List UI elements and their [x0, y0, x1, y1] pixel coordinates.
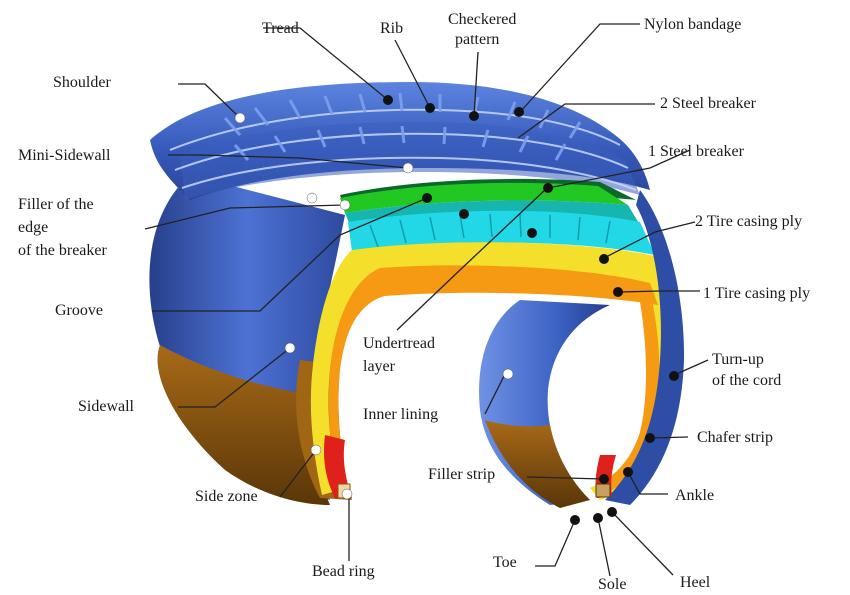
label-toe: Toe: [493, 552, 517, 573]
label-filler-edge-line2: edge: [18, 217, 48, 238]
label-chafer-strip: Chafer strip: [697, 427, 773, 448]
label-turnup-cord: of the cord: [712, 370, 781, 391]
label-sole: Sole: [598, 574, 626, 595]
label-checkered: Checkered: [448, 9, 516, 30]
label-casing-ply-2: 2 Tire casing ply: [695, 211, 802, 232]
label-steel-breaker-2: 2 Steel breaker: [660, 93, 756, 114]
label-bead-ring: Bead ring: [312, 561, 375, 582]
label-side-zone: Side zone: [195, 486, 258, 507]
label-sidewall: Sidewall: [78, 396, 134, 417]
label-steel-breaker-1: 1 Steel breaker: [648, 141, 744, 162]
label-filler-edge-line1: Filler of the: [18, 194, 94, 215]
right-bead-ring: [596, 484, 610, 497]
label-tread: Tread: [262, 18, 299, 39]
label-filler-strip: Filler strip: [428, 464, 495, 485]
label-heel: Heel: [680, 572, 710, 593]
label-undertread-layer: layer: [363, 356, 395, 377]
label-nylon-bandage: Nylon bandage: [644, 14, 741, 35]
label-rib: Rib: [380, 18, 403, 39]
label-turnup: Turn-up: [712, 349, 764, 370]
label-ankle: Ankle: [675, 485, 714, 506]
label-inner-lining: Inner lining: [363, 404, 438, 425]
label-undertread: Undertread: [363, 333, 435, 354]
label-mini-sidewall: Mini-Sidewall: [18, 145, 110, 166]
label-groove: Groove: [55, 300, 103, 321]
label-shoulder: Shoulder: [53, 72, 111, 93]
label-pattern: pattern: [455, 29, 499, 50]
label-casing-ply-1: 1 Tire casing ply: [703, 283, 810, 304]
label-filler-edge-line3: of the breaker: [18, 240, 107, 261]
